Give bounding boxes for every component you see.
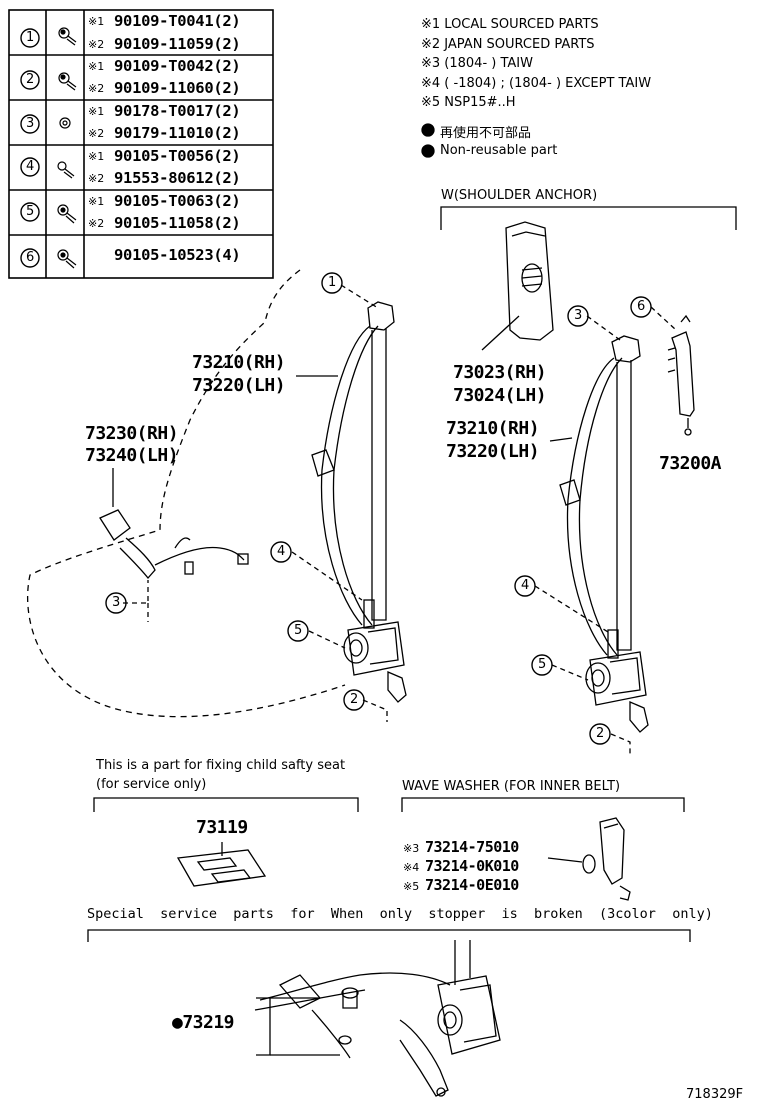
callout-5: 5: [294, 623, 303, 638]
table-part: 90109-T0042(2): [114, 57, 241, 75]
table-ref-1: 1: [26, 30, 35, 45]
special-section-bracket: [87, 929, 691, 942]
part-label-adjuster: 73200A: [659, 453, 722, 474]
part-label-belt-right-lh: 73220(LH): [446, 441, 540, 462]
callout-3: 3: [574, 308, 583, 323]
part-label-washer-3: 73214-75010: [425, 838, 519, 856]
table-ref-4: 4: [26, 159, 35, 174]
diagram-code: 718329F: [686, 1087, 744, 1102]
callout-leaders: [123, 284, 677, 755]
table-ref-3: 3: [26, 116, 35, 131]
part-label-child-seat: 73119: [196, 817, 248, 838]
callout-6: 6: [637, 299, 646, 314]
table-mark: ※2: [88, 127, 105, 140]
table-mark: ※2: [88, 172, 105, 185]
child-seat-bracket: [93, 797, 359, 812]
table-part: 90105-10523(4): [114, 246, 241, 264]
shoulder-anchor-label: W(SHOULDER ANCHOR): [441, 188, 598, 203]
table-mark: ※1: [88, 195, 105, 208]
callout-circles: [20, 28, 652, 745]
wave-washer-illustration: [547, 817, 631, 901]
callout-1: 1: [328, 275, 337, 290]
left-belt-assembly: [311, 301, 407, 703]
table-mark: ※1: [88, 15, 105, 28]
callout-2: 2: [350, 692, 359, 707]
washer-mark-4: ※4: [403, 861, 420, 874]
table-part: 91553-80612(2): [114, 169, 241, 187]
note-4: ※4 ( -1804) ; (1804- ) EXCEPT TAIW: [421, 76, 652, 91]
height-adjuster: [667, 314, 695, 436]
table-part: 90179-11010(2): [114, 124, 241, 142]
wave-washer-label: WAVE WASHER (FOR INNER BELT): [402, 779, 621, 794]
seat-outline: [27, 269, 346, 718]
fastener-icons: [57, 27, 77, 269]
table-part: 90178-T0017(2): [114, 102, 241, 120]
child-seat-note-1: This is a part for fixing child safty se…: [96, 758, 346, 773]
table-ref-6: 6: [26, 250, 35, 265]
wave-washer-bracket: [401, 797, 685, 812]
callout-5: 5: [538, 657, 547, 672]
legend-dot: [421, 123, 435, 137]
part-label-stopper: ●73219: [172, 1012, 235, 1033]
right-belt-assembly: [559, 335, 649, 733]
note-1: ※1 LOCAL SOURCED PARTS: [421, 17, 599, 32]
callout-2: 2: [596, 726, 605, 741]
part-label-washer-4: 73214-0K010: [425, 857, 519, 875]
special-service-note: Special service parts for When only stop…: [87, 906, 713, 922]
legend-jp: 再使用不可部品: [440, 126, 532, 141]
part-label-anchor-lh: 73024(LH): [453, 385, 547, 406]
table-ref-2: 2: [26, 72, 35, 87]
anchor-cover: [481, 221, 554, 351]
shoulder-anchor-bracket: [440, 206, 737, 230]
part-label-buckle-rh: 73230(RH): [85, 423, 179, 444]
table-part: 90109-11059(2): [114, 35, 241, 53]
part-label-buckle-lh: 73240(LH): [85, 445, 179, 466]
child-seat-plate: [176, 842, 267, 887]
buckle-assembly: [99, 468, 249, 580]
table-mark: ※1: [88, 105, 105, 118]
washer-mark-3: ※3: [403, 842, 420, 855]
table-mark: ※2: [88, 38, 105, 51]
part-label-belt-left-lh: 73220(LH): [192, 375, 286, 396]
leader-belt-right: [549, 437, 573, 442]
part-label-anchor-rh: 73023(RH): [453, 362, 547, 383]
table-mark: ※1: [88, 60, 105, 73]
table-part: 90109-11060(2): [114, 79, 241, 97]
part-label-belt-right-rh: 73210(RH): [446, 418, 540, 439]
child-seat-note-2: (for service only): [96, 777, 207, 792]
legend-en: Non-reusable part: [440, 143, 558, 158]
table-mark: ※2: [88, 217, 105, 230]
table-mark: ※2: [88, 82, 105, 95]
washer-mark-5: ※5: [403, 880, 420, 893]
part-label-belt-left-rh: 73210(RH): [192, 352, 286, 373]
callout-3: 3: [112, 595, 121, 610]
callout-4: 4: [521, 578, 530, 593]
table-part: 90109-T0041(2): [114, 12, 241, 30]
note-5: ※5 NSP15#..H: [421, 95, 516, 110]
note-3: ※3 (1804- ) TAIW: [421, 56, 533, 71]
callout-4: 4: [277, 544, 286, 559]
table-ref-5: 5: [26, 204, 35, 219]
stopper-illustration: [254, 940, 501, 1097]
fastener-table-grid: [8, 9, 274, 279]
note-2: ※2 JAPAN SOURCED PARTS: [421, 37, 595, 52]
table-part: 90105-T0063(2): [114, 192, 241, 210]
table-part: 90105-11058(2): [114, 214, 241, 232]
table-part: 90105-T0056(2): [114, 147, 241, 165]
table-mark: ※1: [88, 150, 105, 163]
legend-dot: [421, 144, 435, 158]
part-label-washer-5: 73214-0E010: [425, 876, 519, 894]
